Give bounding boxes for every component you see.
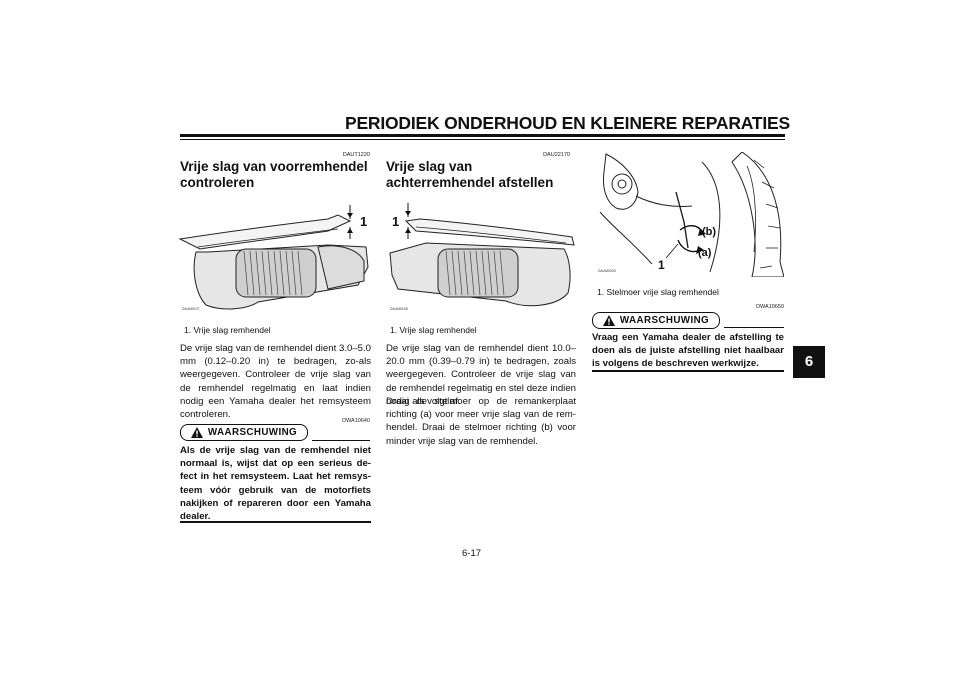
brake-adjuster-figure: (b) (a) 1 ZAUM0200 <box>592 151 785 278</box>
figure-callout-1: 1 <box>658 258 665 272</box>
page-header-title: PERIODIEK ONDERHOUD EN KLEINERE REPARATI… <box>344 113 790 133</box>
body-text: De vrije slag van de remhendel dient 3.0… <box>180 343 371 421</box>
figure-caption: 1. Vrije slag remhendel <box>184 325 271 335</box>
warning-text: Vraag een Yamaha dealer de afstelling te… <box>592 332 784 370</box>
figure-callout-1: 1 <box>392 214 400 229</box>
section-code: DAU22170 <box>543 152 570 158</box>
chapter-tab: 6 <box>793 346 825 378</box>
figure-caption: 1. Stelmoer vrije slag remhendel <box>597 287 719 297</box>
warning-triangle-icon <box>602 315 615 326</box>
warning-end-rule <box>180 521 371 523</box>
brake-panel-illustration <box>599 151 785 278</box>
body-text: Draai de stelmoer op de remankerplaat ri… <box>386 396 576 447</box>
warning-label: WAARSCHUWING <box>619 315 710 326</box>
warning-rule <box>724 327 784 328</box>
warning-code: DWA10640 <box>342 418 370 424</box>
warning-text: Als de vrije slag van de remhendel niet … <box>180 445 371 523</box>
warning-label: WAARSCHUWING <box>207 427 298 438</box>
warning-end-rule <box>592 370 784 372</box>
page-number: 6-17 <box>462 548 482 559</box>
section-code: DAUT1220 <box>342 152 370 158</box>
section-heading: Vrije slag van voorremhendel controleren <box>180 159 368 190</box>
figure-caption: 1. Vrije slag remhendel <box>390 325 477 335</box>
figure-callout-1: 1 <box>360 214 368 229</box>
figure-code: ZAUM0200 <box>598 269 616 273</box>
handlebar-illustration <box>389 203 575 307</box>
rear-brake-lever-figure: 1 ZAUM0108 <box>386 197 576 315</box>
direction-label-a: (a) <box>698 247 712 259</box>
figure-code: ZAUM0108 <box>390 307 408 311</box>
body-text: De vrije slag van de remhendel dient 10.… <box>386 343 576 407</box>
header-rule <box>180 134 785 137</box>
warning-badge: WAARSCHUWING <box>180 424 308 441</box>
front-brake-lever-figure: 1 ZAUM0107 <box>178 197 372 315</box>
warning-triangle-icon <box>190 427 203 438</box>
section-heading: Vrije slag van achterremhendel afstellen <box>386 159 554 190</box>
warning-rule <box>312 440 370 441</box>
warning-badge: WAARSCHUWING <box>592 312 720 329</box>
warning-code: DWA10650 <box>756 304 784 310</box>
handlebar-illustration <box>178 205 369 310</box>
figure-code: ZAUM0107 <box>182 307 200 311</box>
header-rule-thin <box>180 139 785 140</box>
direction-label-b: (b) <box>702 226 717 238</box>
